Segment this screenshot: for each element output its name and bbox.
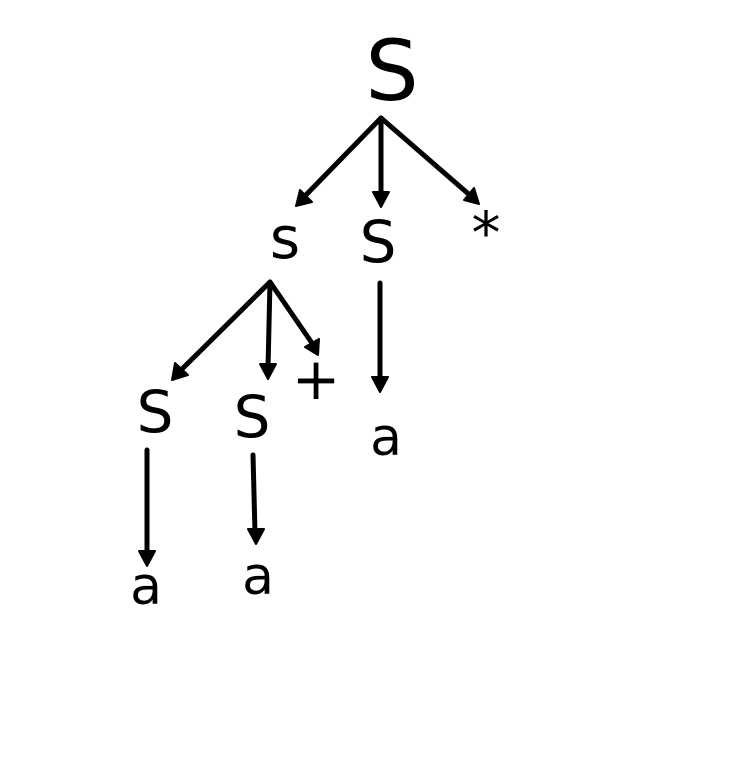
- node-s1-label: s: [270, 204, 300, 272]
- edge-root-to-star: [378, 115, 480, 205]
- edge-s11-to-a11: [138, 447, 156, 567]
- edge-s2-to-a2: [371, 280, 389, 393]
- edge-s1-to-plus: [267, 279, 320, 356]
- edge-root-to-s2: [372, 115, 390, 208]
- node-star-label: *: [472, 199, 501, 267]
- edge-root-to-s1: [295, 115, 384, 207]
- node-plus-label: +: [292, 345, 341, 413]
- node-s12-label: S: [234, 383, 271, 451]
- node-a12-label: a: [242, 547, 274, 607]
- edges: [138, 115, 480, 567]
- edge-s12-to-a12: [247, 452, 265, 545]
- edge-s1-to-s11: [171, 279, 273, 381]
- node-s11-label: S: [137, 378, 174, 446]
- node-s2-label: S: [360, 208, 397, 276]
- edge-s1-to-s12: [259, 279, 277, 380]
- node-a11-label: a: [130, 557, 162, 617]
- node-root-label: S: [365, 22, 418, 120]
- nodes: S s S * S S + a a a: [130, 22, 500, 617]
- node-a2-label: a: [370, 408, 402, 468]
